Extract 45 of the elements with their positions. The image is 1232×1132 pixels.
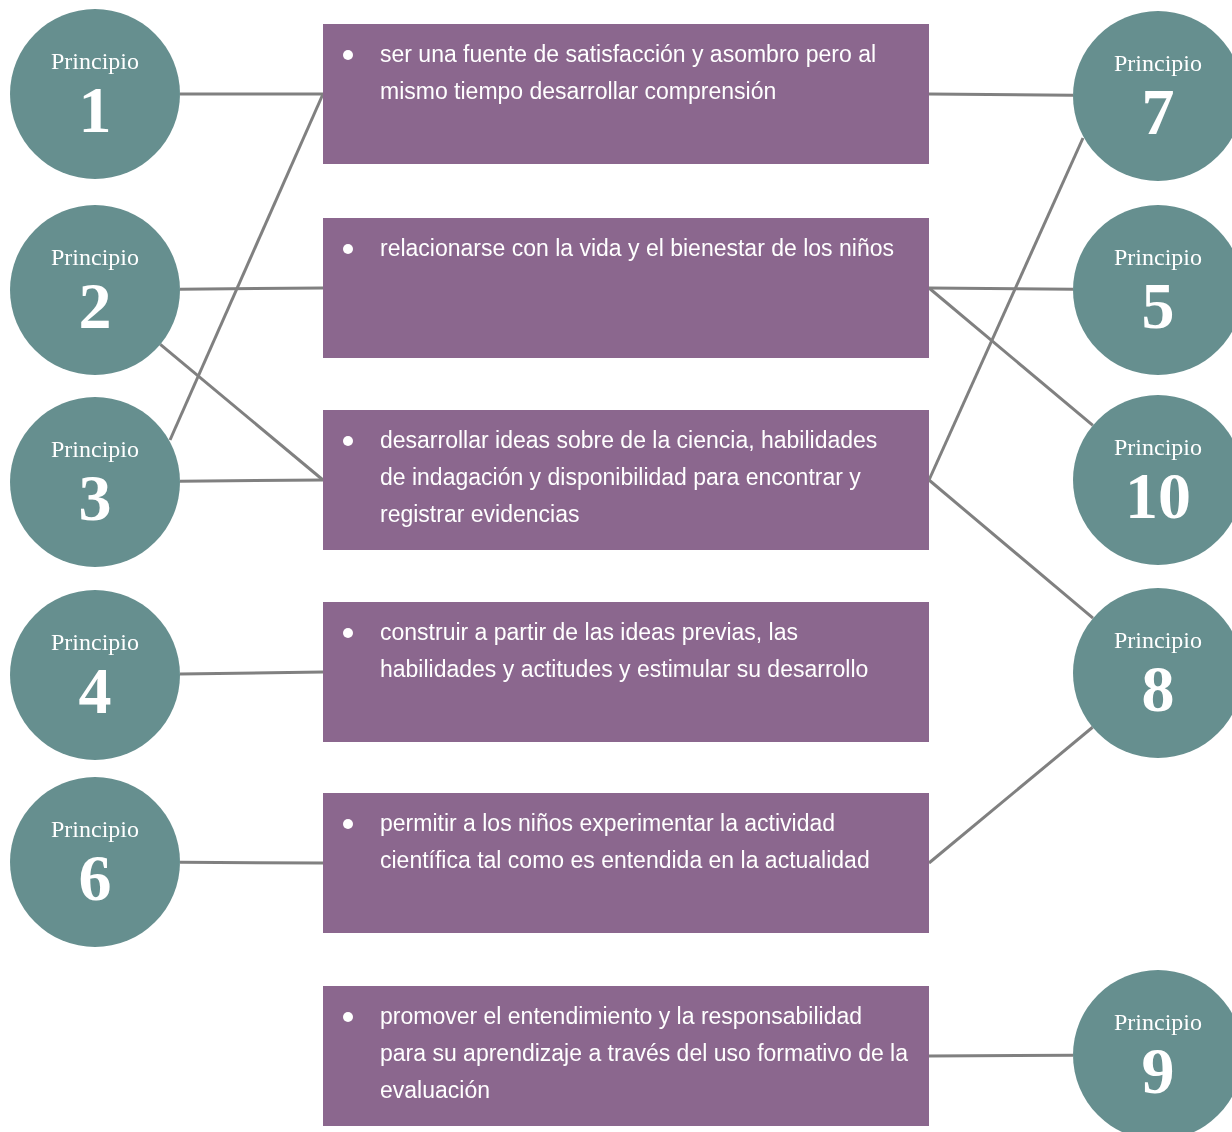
connector-line xyxy=(929,286,1073,291)
principle-text: permitir a los niños experimentar la actividad científica tal como es entendida en la actualidad xyxy=(380,809,871,875)
principle-box xyxy=(323,793,929,933)
principle-number: 9 xyxy=(1141,1038,1175,1104)
connector-line xyxy=(929,92,1073,97)
connector-line xyxy=(180,860,323,865)
principle-text: desarrollar ideas sobre de la ciencia, habilidades de indagación y disponibilidad para encontrar y registrar evidencias xyxy=(380,426,879,529)
principle-text: promover el entendimiento y la responsabilidad para su aprendizaje a través del uso formativo de la evaluación xyxy=(380,1002,909,1105)
connector-line xyxy=(159,343,324,482)
principle-number: 5 xyxy=(1141,273,1175,339)
principle-box xyxy=(323,24,929,164)
principle-number: 7 xyxy=(1141,79,1175,145)
principle-number: 4 xyxy=(78,658,112,724)
connector-line xyxy=(168,93,325,441)
principle-label: Principio xyxy=(51,49,139,73)
connector-line xyxy=(928,286,1094,427)
connector-line xyxy=(180,478,323,483)
principle-label: Principio xyxy=(51,245,139,269)
principle-box xyxy=(323,602,929,742)
connector-line xyxy=(928,478,1094,620)
principle-box xyxy=(323,410,929,550)
connector-line xyxy=(928,726,1094,865)
principle-number: 2 xyxy=(78,273,112,339)
principle-label: Principio xyxy=(1114,51,1202,75)
principle-number: 3 xyxy=(78,465,112,531)
principle-label: Principio xyxy=(51,630,139,654)
principle-label: Principio xyxy=(1114,1010,1202,1034)
connector-line xyxy=(929,1053,1073,1058)
principle-box xyxy=(323,218,929,358)
principle-text: ser una fuente de satisfacción y asombro pero al mismo tiempo desarrollar comprensión xyxy=(380,40,878,106)
connector-line xyxy=(180,286,323,291)
principle-box xyxy=(323,986,929,1126)
principle-number: 10 xyxy=(1125,463,1191,529)
principle-number: 1 xyxy=(78,77,112,143)
connector-line xyxy=(179,670,324,676)
principle-label: Principio xyxy=(51,437,139,461)
principle-label: Principio xyxy=(1114,628,1202,652)
principle-label: Principio xyxy=(51,817,139,841)
principle-number: 6 xyxy=(78,845,112,911)
principle-text: construir a partir de las ideas previas, las habilidades y actitudes y estimular su desarrollo xyxy=(380,618,870,684)
principle-number: 8 xyxy=(1141,656,1175,722)
principle-text: relacionarse con la vida y el bienestar de los niños xyxy=(380,234,895,263)
principle-label: Principio xyxy=(1114,435,1202,459)
connector-line xyxy=(180,92,323,96)
principle-label: Principio xyxy=(1114,245,1202,269)
